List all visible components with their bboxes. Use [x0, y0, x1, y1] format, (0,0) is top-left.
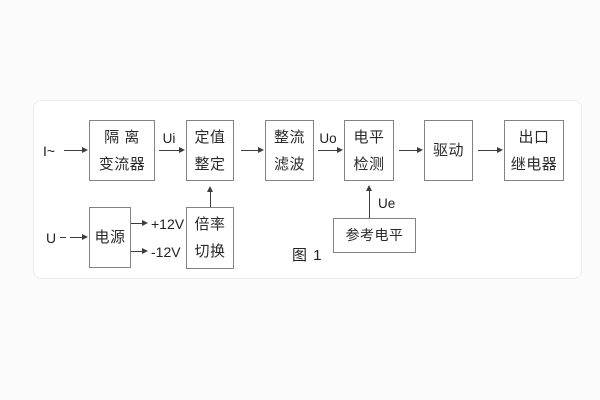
label-input-current: I~: [43, 143, 56, 159]
block-rectifier-filter: 整流 滤波: [265, 120, 314, 181]
arrow-u-to-power: [70, 234, 88, 240]
arrow-isolation-to-setting: [159, 147, 185, 153]
block-level-detection: 电平 检测: [344, 120, 394, 181]
arrow-setting-to-rectifier: [241, 147, 264, 153]
block-drive-label: 驱动: [432, 142, 464, 159]
block-output-relay-line2: 继电器: [510, 155, 558, 173]
block-output-relay-line1: 出口: [518, 128, 550, 146]
block-setting-adjustment-line1: 定值: [194, 128, 226, 146]
arrow-drive-to-relay: [478, 147, 503, 153]
arrow-level-to-drive: [399, 147, 423, 153]
figure-caption: 图 1: [292, 247, 323, 264]
arrow-power-minus12: [131, 248, 148, 254]
label-plus12: +12V: [151, 216, 185, 232]
block-reference-level-label: 参考电平: [345, 227, 404, 243]
block-level-detection-line1: 电平: [353, 128, 385, 146]
label-minus12: -12V: [151, 244, 181, 260]
block-ratio-switch: 倍率 切换: [186, 207, 234, 269]
block-power-supply: 电源: [89, 207, 131, 268]
label-uo: Uo: [319, 131, 337, 146]
arrow-rectifier-to-level: [318, 147, 343, 153]
block-rectifier-filter-line2: 滤波: [273, 155, 305, 173]
block-ratio-switch-line2: 切换: [194, 243, 226, 260]
block-level-detection-line2: 检测: [353, 155, 385, 173]
arrow-reference-to-level: [366, 185, 372, 218]
label-ui: Ui: [162, 131, 176, 146]
arrow-power-plus12: [131, 220, 148, 226]
block-reference-level: 参考电平: [333, 218, 416, 253]
block-isolation-transformer-line1: 隔 离: [104, 128, 140, 146]
label-ue: Ue: [378, 196, 396, 211]
arrow-ratio-to-setting: [207, 186, 213, 207]
block-isolation-transformer: 隔 离 变流器: [89, 120, 155, 181]
dash-u-lead: [60, 237, 66, 238]
block-power-supply-label: 电源: [94, 229, 126, 246]
block-setting-adjustment: 定值 整定: [186, 120, 234, 181]
arrow-input-to-isolation: [64, 147, 88, 153]
block-ratio-switch-line1: 倍率: [194, 216, 226, 233]
block-output-relay: 出口 继电器: [504, 120, 564, 181]
block-drive: 驱动: [424, 120, 473, 181]
block-rectifier-filter-line1: 整流: [273, 128, 305, 146]
label-input-voltage: U: [46, 230, 57, 246]
block-setting-adjustment-line2: 整定: [194, 155, 226, 173]
block-isolation-transformer-line2: 变流器: [98, 155, 146, 173]
